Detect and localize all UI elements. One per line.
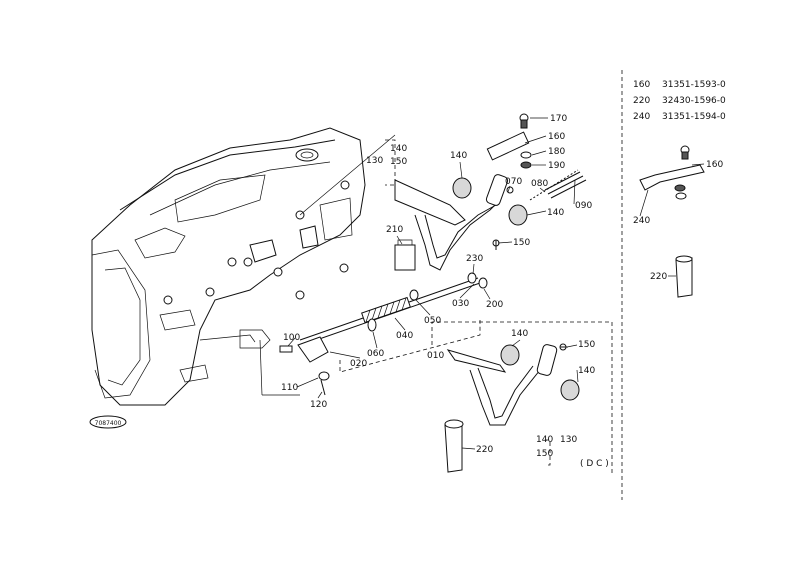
bushing-140-lower-left [500, 344, 520, 366]
callout-170: 170 [550, 114, 567, 124]
drawing-code-stamp: 7087400 [89, 415, 127, 429]
callout-220: 220 [476, 445, 493, 455]
table-partno-1: 31351-1593-0 [662, 80, 726, 90]
callout-120: 120 [310, 400, 327, 410]
callout-140-lower-group: 140 [536, 435, 553, 445]
pedal-cover-220 [444, 421, 463, 473]
callout-060: 060 [367, 349, 384, 359]
pin-100 [279, 345, 293, 353]
callout-160: 160 [548, 132, 565, 142]
callout-230: 230 [466, 254, 483, 264]
table-partno-3: 31351-1594-0 [662, 112, 726, 122]
callout-210: 210 [386, 225, 403, 235]
table-ref-3: 240 [633, 112, 650, 122]
pedal-pad-upper [394, 179, 466, 226]
callout-labels: 010 020 030 040 050 060 070 080 090 100 … [281, 114, 723, 469]
callout-220-detail: 220 [650, 272, 667, 282]
upper-pedal-assembly [394, 113, 587, 271]
callout-140-2: 140 [547, 208, 564, 218]
right-detail-parts [639, 145, 705, 298]
pedal-pad-lower [446, 349, 507, 373]
callout-180: 180 [548, 147, 565, 157]
callout-leaders [287, 117, 705, 450]
callout-140-upper-group: 140 [390, 144, 407, 154]
pin-200 [467, 272, 477, 284]
bracket-160-detail [639, 164, 705, 191]
callout-130-lower: 130 [560, 435, 577, 445]
bracket-160 [486, 131, 530, 161]
bushing-140-upper-left [452, 177, 472, 199]
callout-040: 040 [396, 331, 413, 341]
nut-060 [367, 318, 377, 332]
transmission-housing [91, 127, 366, 406]
callout-150-lower-group: 150 [536, 449, 553, 459]
callout-160-detail: 160 [706, 160, 723, 170]
callout-080: 080 [531, 179, 548, 189]
callout-150-upper-group: 150 [390, 157, 407, 167]
drawing-code: 7087400 [95, 420, 122, 427]
parts-table: 160 31351-1593-0 220 32430-1596-0 240 31… [633, 80, 726, 122]
callout-020: 020 [350, 359, 367, 369]
callout-200: 200 [486, 300, 503, 310]
callout-150-1: 150 [513, 238, 530, 248]
bushing-140-lower-right [560, 379, 580, 401]
callout-110: 110 [281, 383, 298, 393]
table-partno-2: 32430-1596-0 [662, 96, 726, 106]
table-ref-2: 220 [633, 96, 650, 106]
bushing-140-upper-right [508, 204, 528, 226]
nut-050 [409, 289, 419, 301]
callout-100: 100 [283, 333, 300, 343]
callout-130-upper: 130 [366, 156, 383, 166]
cotter-110 [318, 371, 330, 381]
clevis-020 [297, 336, 329, 363]
clutch-rod-assembly [239, 272, 488, 396]
leader-lines [259, 134, 613, 475]
callout-140-3: 140 [511, 329, 528, 339]
callout-140-1: 140 [450, 151, 467, 161]
lower-pedal-assembly [444, 343, 580, 473]
callout-140-4: 140 [578, 366, 595, 376]
callout-150-2: 150 [578, 340, 595, 350]
table-ref-1: 160 [633, 80, 650, 90]
callout-190: 190 [548, 161, 565, 171]
callout-240-detail: 240 [633, 216, 650, 226]
pedal-pad-210 [394, 239, 416, 271]
pedal-cover-220-detail [675, 257, 693, 298]
callout-010: 010 [427, 351, 444, 361]
callout-030: 030 [452, 299, 469, 309]
callout-050: 050 [424, 316, 441, 326]
variant-note: ( D C ) [580, 459, 609, 469]
callout-090: 090 [575, 201, 592, 211]
callout-070: 070 [505, 177, 522, 187]
